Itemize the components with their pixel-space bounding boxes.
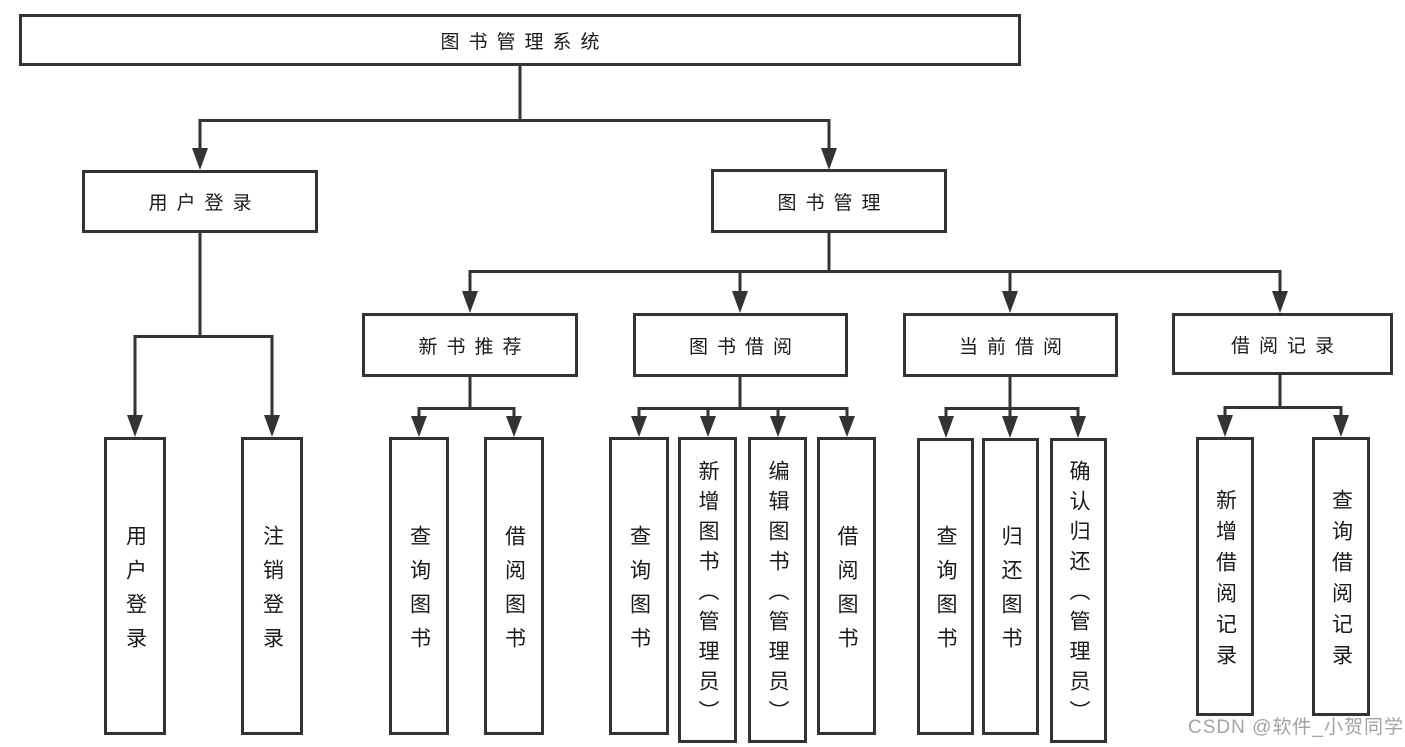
leaf-label: 编辑图书（管理员） [766, 459, 789, 730]
leaf-borrow-books: 借阅图书 [484, 437, 544, 735]
leaf-query-borrow-record: 查询借阅记录 [1312, 437, 1370, 716]
leaf-borrow-books: 借阅图书 [817, 437, 876, 735]
leaf-label: 归还图书 [999, 525, 1022, 661]
node-book-management: 图书管理 [711, 169, 947, 233]
leaf-label: 查询图书 [407, 524, 431, 661]
leaf-label: 注销登录 [260, 524, 284, 661]
leaf-label: 查询借阅记录 [1329, 488, 1353, 675]
node-library-management-system: 图书管理系统 [19, 14, 1021, 66]
leaf-add-books-admin: 新增图书（管理员） [678, 437, 737, 743]
node-label: 当前借阅 [958, 336, 1071, 358]
leaf-confirm-return-admin: 确认归还（管理员） [1050, 438, 1107, 743]
leaf-label: 借阅图书 [502, 524, 526, 661]
leaf-label: 新增图书（管理员） [696, 459, 719, 730]
watermark: CSDN @软件_小贺同学 [1188, 717, 1404, 738]
node-book-borrowing: 图书借阅 [633, 313, 848, 377]
node-label: 图书借阅 [688, 336, 801, 358]
node-user-login: 用户登录 [82, 170, 318, 233]
leaf-label: 查询图书 [627, 524, 651, 661]
node-borrowing-records: 借阅记录 [1172, 313, 1393, 375]
leaf-query-books: 查询图书 [609, 437, 669, 735]
node-current-borrowing: 当前借阅 [903, 313, 1118, 377]
node-label: 图书管理 [777, 192, 890, 214]
leaf-return-books: 归还图书 [982, 438, 1039, 735]
node-label: 借阅记录 [1230, 335, 1343, 357]
leaf-label: 用户登录 [123, 524, 147, 661]
leaf-logout: 注销登录 [241, 437, 303, 735]
leaf-label: 确认归还（管理员） [1067, 460, 1090, 730]
leaf-add-borrow-record: 新增借阅记录 [1196, 437, 1254, 716]
leaf-label: 新增借阅记录 [1213, 488, 1237, 675]
leaf-query-books: 查询图书 [389, 437, 449, 735]
node-label: 用户登录 [148, 193, 261, 214]
leaf-edit-books-admin: 编辑图书（管理员） [748, 437, 807, 743]
node-new-book-recommendation: 新书推荐 [362, 313, 578, 377]
leaf-label: 查询图书 [934, 525, 957, 661]
leaf-label: 借阅图书 [835, 524, 858, 661]
node-label: 新书推荐 [418, 336, 531, 358]
leaf-query-books: 查询图书 [917, 438, 974, 735]
node-label: 图书管理系统 [440, 31, 609, 53]
leaf-user-login: 用户登录 [104, 437, 166, 735]
